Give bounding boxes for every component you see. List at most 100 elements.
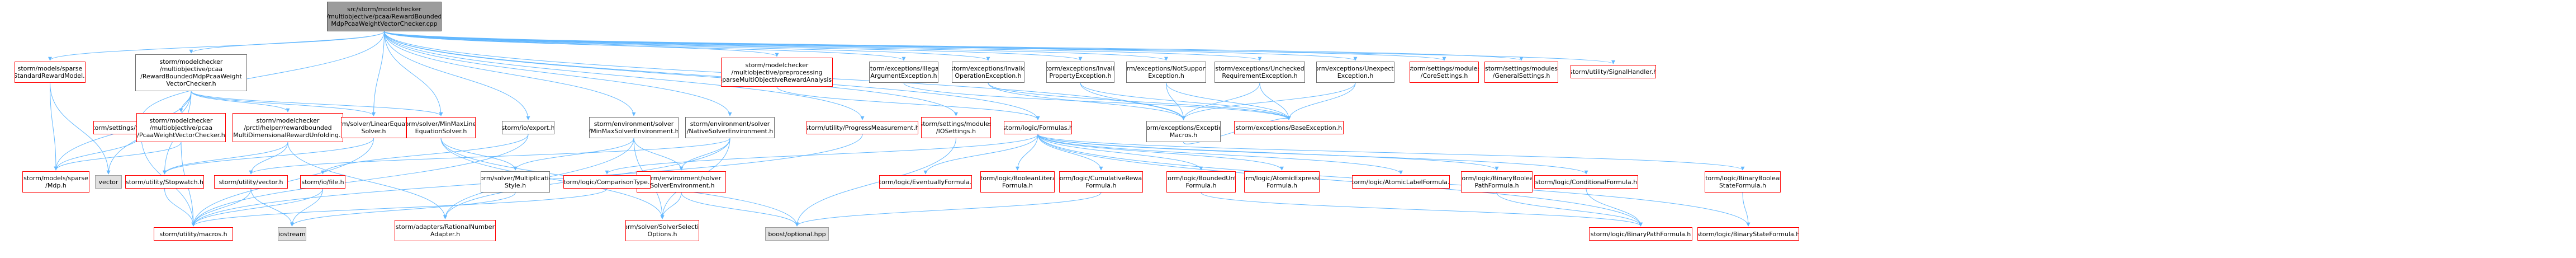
dependency-edge bbox=[660, 192, 682, 219]
node-multi-dimensional-reward-unfolding[interactable]: storm/modelchecker/prctl/helper/rewardbo… bbox=[233, 113, 343, 142]
node-label-line: storm/logic/BoundedUntil bbox=[1167, 175, 1235, 182]
node-utility-vector[interactable]: storm/utility/vector.h bbox=[214, 175, 288, 189]
node-sparse-mdp[interactable]: storm/models/sparse/Mdp.h bbox=[22, 171, 89, 193]
dependency-edge bbox=[440, 138, 518, 171]
dependency-edge bbox=[1182, 82, 1260, 120]
node-label-line: storm/logic/BooleanLiteral bbox=[980, 175, 1055, 182]
node-label-line: storm/utility/vector.h bbox=[219, 178, 283, 186]
node-solver-selection-options[interactable]: storm/solver/SolverSelectionOptions.h bbox=[625, 220, 699, 241]
node-label-line: storm/utility/Stopwatch.h bbox=[125, 178, 204, 186]
dependency-edge bbox=[1166, 82, 1185, 120]
node-label-line: OperationException.h bbox=[955, 72, 1022, 79]
dependency-edge bbox=[1259, 82, 1291, 120]
node-comparison-type[interactable]: storm/logic/ComparisonType.h bbox=[563, 175, 651, 189]
node-label-line: storm/logic/CumulativeReward bbox=[1059, 175, 1142, 182]
node-cumulative-reward-formula[interactable]: storm/logic/CumulativeRewardFormula.h bbox=[1059, 171, 1143, 193]
node-bounded-until-formula[interactable]: storm/logic/BoundedUntilFormula.h bbox=[1166, 171, 1236, 193]
dependency-edge bbox=[384, 31, 1262, 61]
node-label-line: Formula.h bbox=[1266, 182, 1297, 189]
dependency-edge bbox=[384, 31, 1523, 61]
dependency-edge bbox=[384, 31, 530, 120]
node-stopwatch[interactable]: storm/utility/Stopwatch.h bbox=[125, 175, 204, 189]
node-label-line: storm/modelchecker bbox=[159, 58, 223, 65]
node-label-line: /multiobjective/preprocessing bbox=[731, 68, 823, 76]
node-sparse-multi-objective-reward-analysis[interactable]: storm/modelchecker/multiobjective/prepro… bbox=[721, 58, 833, 87]
node-progress-measurement[interactable]: storm/utility/ProgressMeasurement.h bbox=[807, 121, 918, 134]
node-label-line: storm/exceptions/Unexpected bbox=[1317, 65, 1394, 72]
node-min-max-linear-equation-solver[interactable]: storm/solver/MinMaxLinearEquationSolver.… bbox=[406, 117, 476, 138]
node-unexpected-exception[interactable]: storm/exceptions/UnexpectedException.h bbox=[1316, 62, 1394, 83]
node-core-settings[interactable]: storm/settings/modules/CoreSettings.h bbox=[1410, 62, 1479, 83]
node-binary-boolean-path-formula[interactable]: storm/logic/BinaryBooleanPathFormula.h bbox=[1461, 171, 1533, 193]
node-utility-macros[interactable]: storm/utility/macros.h bbox=[154, 227, 233, 241]
node-standard-reward-model[interactable]: storm/models/sparse/StandardRewardModel.… bbox=[15, 62, 86, 83]
dependency-edge bbox=[250, 188, 294, 227]
node-label-line: storm/exceptions/BaseException.h bbox=[1235, 124, 1342, 132]
node-not-supported-exception[interactable]: storm/exceptions/NotSupportedException.h bbox=[1126, 62, 1206, 83]
dependency-edge bbox=[191, 91, 443, 116]
dependency-edge bbox=[1037, 134, 1499, 171]
dependency-edge bbox=[513, 138, 634, 171]
node-label-line: RequirementException.h bbox=[1222, 72, 1298, 79]
dependency-edge bbox=[1166, 82, 1291, 120]
node-label-line: storm/logic/BinaryPathFormula.h bbox=[1590, 230, 1691, 238]
node-binary-state-formula[interactable]: storm/logic/BinaryStateFormula.h bbox=[1697, 227, 1799, 241]
node-multiplication-style[interactable]: storm/solver/MultiplicationStyle.h bbox=[481, 171, 550, 193]
node-min-max-solver-environment[interactable]: storm/environment/solver/MinMaxSolverEnv… bbox=[589, 117, 679, 138]
node-root-file[interactable]: src/storm/modelchecker/multiobjective/pc… bbox=[327, 2, 442, 31]
node-native-solver-environment[interactable]: storm/environment/solver/NativeSolverEnv… bbox=[685, 117, 775, 138]
dependency-edge bbox=[1182, 82, 1356, 120]
node-eventually-formula[interactable]: storm/logic/EventuallyFormula.h bbox=[879, 175, 972, 189]
node-label-line: /multiobjective/pcaa bbox=[149, 124, 213, 132]
node-label-line: storm/logic/ConditionalFormula.h bbox=[1535, 178, 1638, 186]
node-atomic-expression-formula[interactable]: storm/logic/AtomicExpressionFormula.h bbox=[1244, 171, 1320, 193]
node-logic-formulas[interactable]: storm/logic/Formulas.h bbox=[1004, 121, 1072, 134]
node-label-line: src/storm/modelchecker bbox=[347, 6, 421, 13]
node-linear-equation-solver[interactable]: storm/solver/LinearEquationSolver.h bbox=[341, 117, 406, 138]
node-label-line: Exception.h bbox=[1148, 72, 1184, 79]
node-general-settings[interactable]: storm/settings/modules/GeneralSettings.h bbox=[1484, 62, 1558, 83]
node-reward-bounded-mdp-pcaa-weight-vector-checker-header[interactable]: storm/modelchecker/multiobjective/pcaa/R… bbox=[135, 54, 247, 91]
node-signal-handler[interactable]: storm/utility/SignalHandler.h bbox=[1571, 65, 1656, 78]
dependency-edge bbox=[384, 31, 636, 116]
node-label-line: vector bbox=[98, 178, 118, 186]
node-exception-macros[interactable]: storm/exceptions/ExceptionMacros.h bbox=[1146, 121, 1221, 142]
node-label-line: storm/logic/ComparisonType.h bbox=[563, 178, 651, 186]
node-io-export[interactable]: storm/io/export.h bbox=[502, 121, 554, 134]
dependency-edge bbox=[1080, 82, 1185, 120]
dependency-edge bbox=[795, 192, 1102, 227]
node-label-line: storm/io/export.h bbox=[502, 124, 554, 132]
node-label-line: storm/environment/solver bbox=[594, 120, 674, 128]
node-label-line: storm/modelchecker bbox=[256, 116, 320, 124]
node-solver-environment[interactable]: storm/environment/solver/SolverEnvironme… bbox=[637, 171, 726, 193]
dependency-edge bbox=[384, 31, 1083, 61]
node-base-exception[interactable]: storm/exceptions/BaseException.h bbox=[1234, 121, 1344, 134]
node-label-line: storm/exceptions/Illegal bbox=[869, 65, 938, 72]
dependency-edge bbox=[179, 91, 192, 112]
node-label-line: storm/logic/AtomicExpression bbox=[1245, 175, 1320, 182]
dependency-edge bbox=[384, 31, 990, 61]
node-atomic-label-formula[interactable]: storm/logic/AtomicLabelFormula.h bbox=[1352, 175, 1450, 189]
node-label-line: storm/logic/BinaryStateFormula.h bbox=[1697, 230, 1799, 238]
node-io-settings[interactable]: storm/settings/modules/IOSettings.h bbox=[921, 117, 991, 138]
node-label-line: storm/utility/ProgressMeasurement.h bbox=[807, 124, 918, 132]
node-label-line: storm/modelchecker bbox=[745, 61, 809, 69]
dependency-edge bbox=[384, 31, 779, 57]
node-io-file[interactable]: storm/io/file.h bbox=[300, 175, 345, 189]
dependency-edge bbox=[1287, 82, 1356, 120]
node-binary-path-formula[interactable]: storm/logic/BinaryPathFormula.h bbox=[1589, 227, 1692, 241]
node-label-line: storm/settings/modules bbox=[921, 120, 991, 128]
node-label-line: storm/modelchecker bbox=[149, 116, 213, 124]
node-pcaa-weight-vector-checker[interactable]: storm/modelchecker/multiobjective/pcaa/P… bbox=[136, 113, 226, 142]
node-label-line: MdpPcaaWeightVectorChecker.cpp bbox=[331, 20, 438, 27]
dependency-edge bbox=[372, 31, 385, 116]
node-conditional-formula[interactable]: storm/logic/ConditionalFormula.h bbox=[1534, 175, 1638, 189]
node-label-line: storm/logic/BinaryBoolean bbox=[1462, 175, 1532, 182]
